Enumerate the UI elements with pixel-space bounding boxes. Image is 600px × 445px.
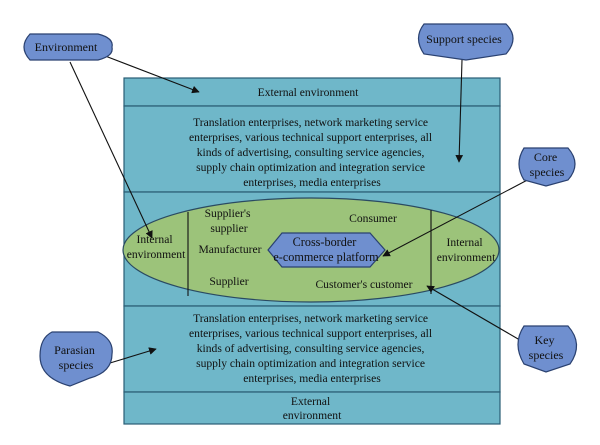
cross-border-platform-box: [267, 232, 386, 268]
platform-line-1: Cross-border: [293, 235, 357, 249]
key-species-tag: [517, 325, 578, 373]
internal-environment-left-label: Internal environment: [127, 233, 186, 261]
support-enterprises-bottom-text: Translation enterprises, network marketi…: [189, 312, 435, 385]
parasian-species-line-1: Parasian: [54, 343, 95, 357]
support-bottom-line-4: supply chain optimization and integratio…: [196, 357, 425, 370]
support-top-line-4: supply chain optimization and integratio…: [196, 161, 425, 174]
support-top-line-2: enterprises, various technical support e…: [189, 131, 432, 144]
platform-label: Cross-border e-commerce platform: [273, 235, 379, 264]
core-species-tag: [518, 147, 576, 187]
suppliers-supplier-label: Supplier's supplier: [205, 207, 254, 235]
support-bottom-line-3: kinds of advertising, consulting service…: [197, 342, 425, 355]
environment-tag: [23, 33, 113, 61]
support-enterprises-top-band: [123, 105, 501, 193]
environment-tag-label: Environment: [35, 40, 98, 54]
core-species-line-2: species: [530, 165, 565, 179]
support-bottom-line-1: Translation enterprises, network marketi…: [193, 312, 428, 325]
key-species-tag-label: Key species: [529, 333, 564, 362]
support-species-tag: [417, 23, 514, 61]
support-top-line-1: Translation enterprises, network marketi…: [193, 116, 428, 129]
key-species-line-2: species: [529, 348, 564, 362]
support-bottom-line-2: enterprises, various technical support e…: [189, 327, 432, 340]
support-enterprises-bottom-band: [123, 305, 501, 393]
customers-customer-label: Customer's customer: [315, 278, 412, 291]
support-top-line-5: enterprises, media enterprises: [243, 176, 381, 189]
external-environment-bottom-band: [123, 391, 501, 425]
support-enterprises-top-text: Translation enterprises, network marketi…: [189, 116, 435, 189]
suppliers-supplier-line-2: supplier: [210, 222, 247, 235]
core-species-line-1: Core: [534, 150, 557, 164]
manufacturer-label: Manufacturer: [198, 243, 261, 256]
external-environment-top-label: External environment: [258, 86, 360, 99]
supplier-label: Supplier: [209, 275, 248, 288]
external-environment-top-band: [123, 77, 501, 107]
support-top-line-3: kinds of advertising, consulting service…: [197, 146, 425, 159]
suppliers-supplier-line-1: Supplier's: [205, 207, 251, 220]
platform-line-2: e-commerce platform: [273, 250, 379, 264]
external-bottom-line-2: environment: [283, 409, 342, 422]
support-species-tag-label: Support species: [426, 32, 502, 46]
internal-right-line-1: Internal: [447, 236, 483, 249]
internal-left-line-1: Internal: [137, 233, 173, 246]
arrow-core-species: [382, 175, 536, 257]
parasian-species-tag: [39, 331, 113, 387]
parasian-species-line-2: species: [59, 358, 94, 372]
internal-left-line-2: environment: [127, 248, 186, 261]
arrow-key-species: [426, 285, 526, 344]
internal-right-line-2: environment: [437, 251, 496, 264]
arrow-parasian-species: [109, 347, 157, 364]
parasian-species-tag-label: Parasian species: [54, 343, 98, 372]
external-bottom-line-1: External: [291, 395, 330, 408]
support-bottom-line-5: enterprises, media enterprises: [243, 372, 381, 385]
internal-environment-right-label: Internal environment: [437, 236, 496, 264]
arrow-environment-to-external: [99, 53, 200, 94]
key-species-line-1: Key: [535, 333, 555, 347]
core-species-tag-label: Core species: [530, 150, 565, 179]
arrow-support-species: [455, 59, 464, 163]
external-environment-bottom-label: External environment: [283, 395, 342, 422]
arrow-environment-to-internal: [69, 61, 153, 239]
consumer-label: Consumer: [349, 212, 397, 225]
